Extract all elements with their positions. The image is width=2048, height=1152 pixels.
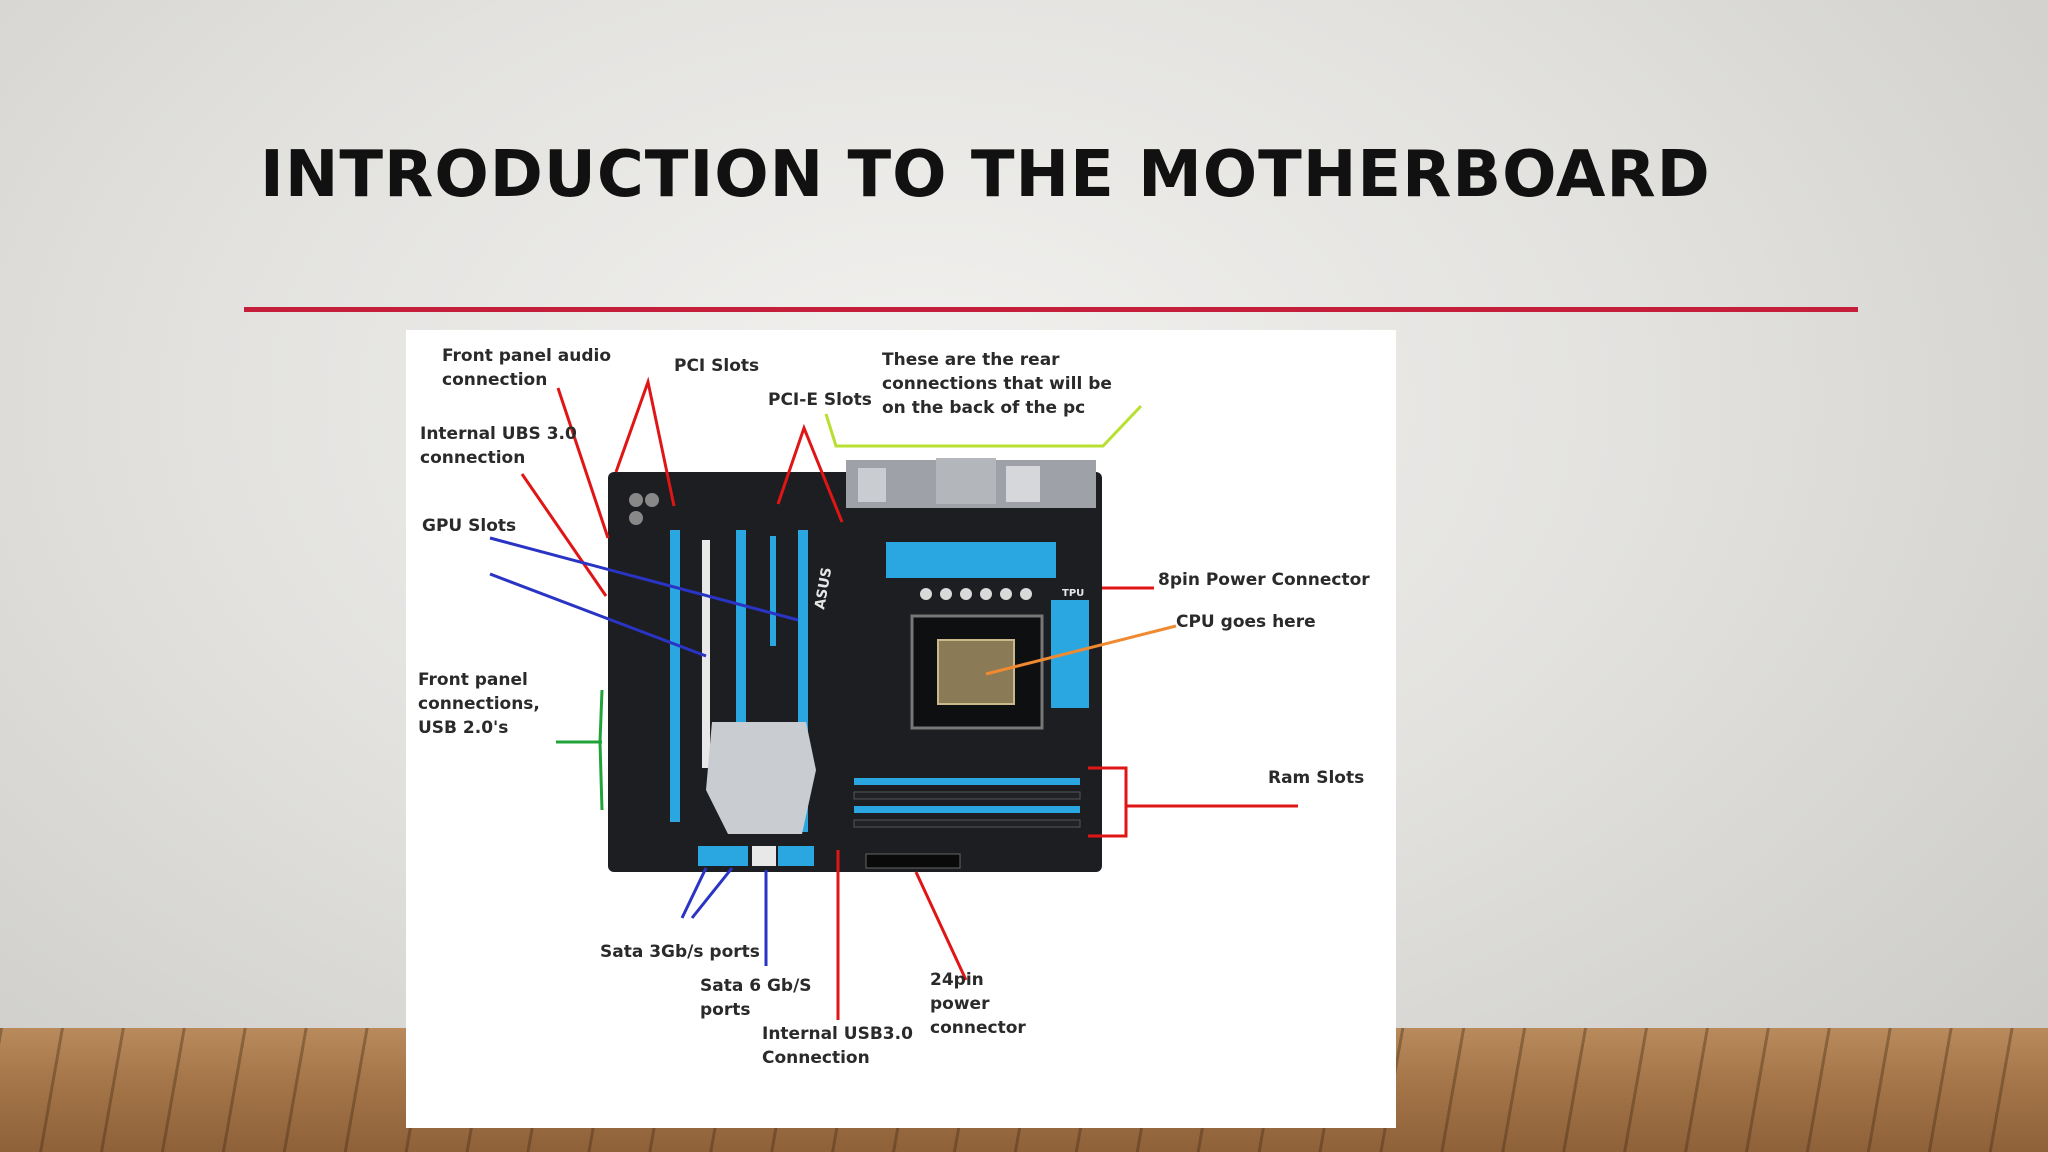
front-panel-bracket xyxy=(598,689,604,811)
title-divider xyxy=(244,307,1858,312)
board-tpu-text: TPU xyxy=(1062,588,1084,599)
label-sata6: Sata 6 Gb/S ports xyxy=(700,976,812,1020)
label-rear-connections: These are the rear connections that will… xyxy=(882,350,1112,418)
label-internal-usb30: Internal UBS 3.0 connection xyxy=(420,424,577,468)
board-brand-text: ASUS xyxy=(812,566,835,611)
front-panel-audio-line xyxy=(556,387,610,539)
diagram-canvas: ASUS TPU xyxy=(489,376,1298,1020)
label-front-panel-usb: Front panel connections, USB 2.0's xyxy=(418,670,540,738)
label-front-panel-audio: Front panel audio connection xyxy=(442,346,612,390)
sata3-line-1 xyxy=(680,867,708,919)
motherboard-image: ASUS TPU xyxy=(608,458,1102,872)
gpu-slots-line-2 xyxy=(489,572,707,658)
label-24pin-power: 24pin power connector xyxy=(930,970,1026,1038)
slide-title: INTRODUCTION TO THE MOTHERBOARD xyxy=(260,138,1711,212)
power-24pin-line xyxy=(914,871,968,981)
cpu-line xyxy=(985,624,1177,676)
label-8pin-power: 8pin Power Connector xyxy=(1158,570,1370,590)
label-internal-usb30-bottom: Internal USB3.0 Connection xyxy=(762,1024,913,1068)
label-gpu-slots: GPU Slots xyxy=(422,516,517,536)
pci-slots-line xyxy=(614,376,676,507)
label-cpu: CPU goes here xyxy=(1176,612,1316,632)
internal-usb30-line xyxy=(520,473,608,597)
label-ram-slots: Ram Slots xyxy=(1268,768,1365,788)
motherboard-diagram: ASUS TPU Front panel audio connection xyxy=(406,330,1396,1128)
rear-connections-bracket xyxy=(824,404,1143,448)
label-pci-slots: PCI Slots xyxy=(674,356,760,376)
ram-slots-bracket xyxy=(1088,766,1128,838)
callout-lines xyxy=(489,376,1298,1020)
gpu-slots-line-1 xyxy=(489,536,799,622)
label-sata3: Sata 3Gb/s ports xyxy=(600,942,760,962)
sata3-line-2 xyxy=(690,867,734,919)
label-pcie-slots: PCI-E Slots xyxy=(768,390,872,410)
pcie-slots-line xyxy=(776,423,844,523)
